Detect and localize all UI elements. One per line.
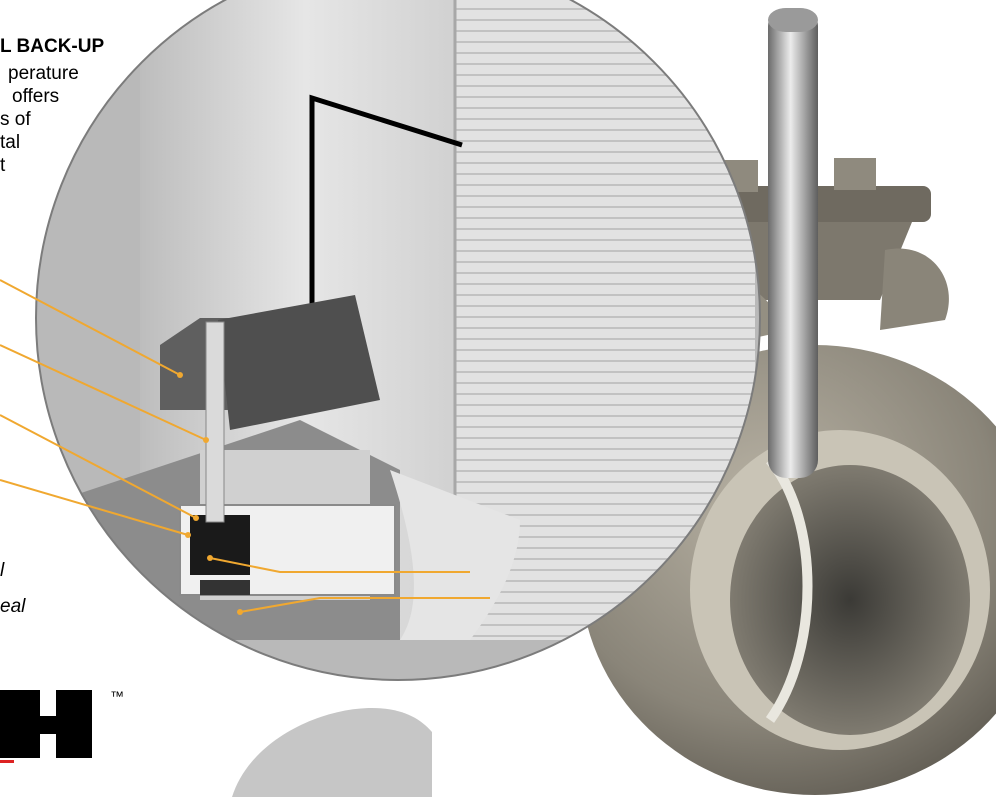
paragraph-line-3: s of — [0, 109, 31, 130]
callout-leader-lines — [0, 279, 490, 615]
leader-line-2 — [0, 344, 207, 441]
logo-h-icon — [0, 690, 92, 763]
callout-label-seal-2: eal — [0, 596, 26, 617]
leader-line-1 — [0, 279, 181, 376]
leader-line-5 — [209, 557, 470, 573]
paragraph-line-5: t — [0, 155, 6, 176]
callout-heading: L BACK-UP — [0, 36, 105, 57]
paragraph-line-2: offers — [12, 86, 60, 107]
callout-label-seal-1: l — [0, 560, 5, 581]
paragraph-line-4: tal — [0, 132, 21, 153]
paragraph-line-1: perature — [8, 63, 79, 84]
trademark-symbol: ™ — [110, 688, 124, 704]
leader-line-4 — [0, 479, 189, 536]
leader-line-3 — [0, 414, 197, 519]
leader-line-6 — [239, 597, 490, 613]
lower-magnifier-fragment — [232, 708, 432, 797]
